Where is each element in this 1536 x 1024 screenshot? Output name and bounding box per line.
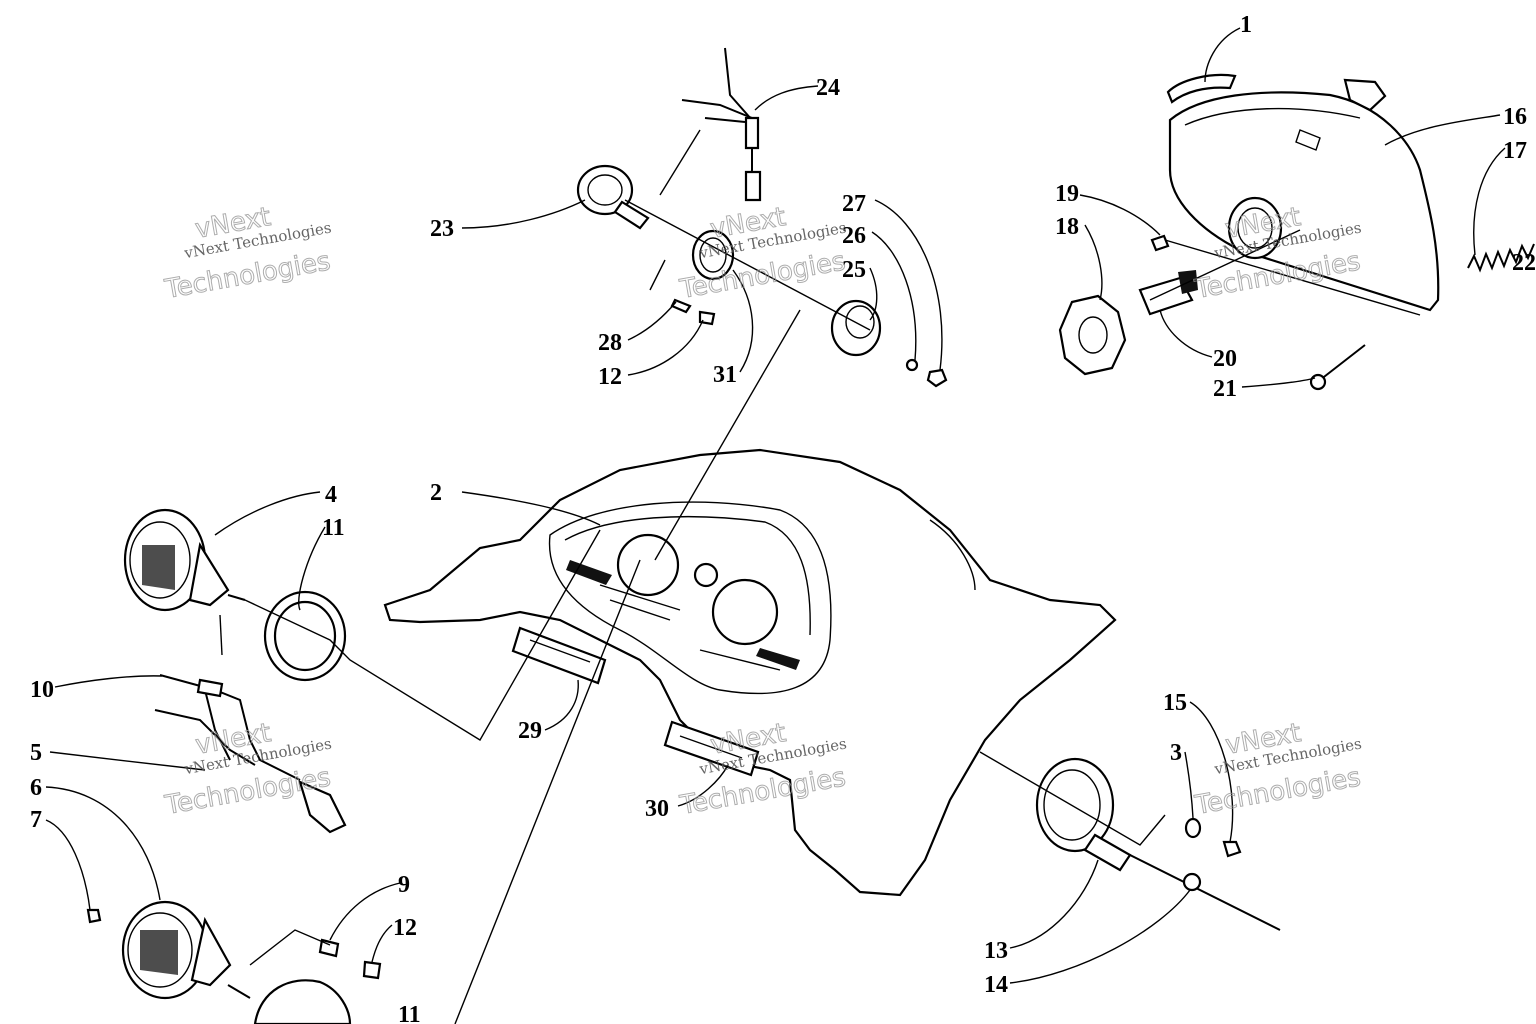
headlight-housing-16 <box>1168 91 1440 312</box>
clip-28-12 <box>670 298 716 326</box>
callout-19: 19 <box>1055 181 1079 207</box>
callout-10: 10 <box>30 677 54 703</box>
callout-21: 21 <box>1213 376 1237 402</box>
clip-9-12 <box>318 938 382 980</box>
callout-23: 23 <box>430 216 454 242</box>
callout-20: 20 <box>1213 346 1237 372</box>
watermark-top-left: vNext vNext Technologies Technologies <box>162 202 334 306</box>
harness-24 <box>681 47 762 202</box>
callout-6: 6 <box>30 775 42 801</box>
gauge-4 <box>123 508 246 612</box>
bezel-11-lower <box>253 979 352 1024</box>
callout-11-lower: 11 <box>398 1002 421 1024</box>
callout-15: 15 <box>1163 690 1187 716</box>
bezel-31 <box>691 229 735 281</box>
cup-25 <box>830 299 882 357</box>
cable-14 <box>1129 854 1281 931</box>
callout-11: 11 <box>322 515 345 541</box>
gauge-13 <box>1035 757 1132 872</box>
screw-19 <box>1150 234 1170 252</box>
nut-7 <box>86 908 102 924</box>
callout-7: 7 <box>30 807 42 833</box>
callout-26: 26 <box>842 223 866 249</box>
callout-17: 17 <box>1503 138 1527 164</box>
callout-9: 9 <box>398 872 410 898</box>
callout-27: 27 <box>842 191 866 217</box>
callout-14: 14 <box>984 972 1008 998</box>
retainer-18 <box>1058 294 1127 376</box>
adjust-screw-21 <box>1309 344 1366 391</box>
callout-labels: 1 2 3 4 5 6 7 9 10 11 11 12 12 13 14 15 … <box>30 12 1536 1024</box>
callout-4: 4 <box>325 482 337 508</box>
hood-panel <box>383 448 1117 897</box>
callout-24: 24 <box>816 75 840 101</box>
callout-18: 18 <box>1055 214 1079 240</box>
callout-31: 31 <box>713 362 737 388</box>
bracket-1 <box>1166 73 1387 112</box>
callout-13: 13 <box>984 938 1008 964</box>
gauge-6 <box>121 900 251 1000</box>
washer-3-nut-15 <box>1184 817 1242 858</box>
headlight-lens <box>1227 196 1283 260</box>
bulb-socket-20 <box>1138 270 1198 316</box>
callout-28: 28 <box>598 330 622 356</box>
callout-16: 16 <box>1503 104 1527 130</box>
callout-12-lower: 12 <box>393 915 417 941</box>
callout-2: 2 <box>430 480 442 506</box>
leader-lines <box>45 27 1506 984</box>
harness-5-10 <box>154 674 347 834</box>
gauge-23 <box>576 164 650 230</box>
decal-30 <box>663 720 760 777</box>
callout-25: 25 <box>842 257 866 283</box>
bezel-11 <box>263 590 347 682</box>
callout-1: 1 <box>1240 12 1252 38</box>
callout-5: 5 <box>30 740 42 766</box>
callout-30: 30 <box>645 796 669 822</box>
callout-22: 22 <box>1512 250 1536 276</box>
callout-12: 12 <box>598 364 622 390</box>
spring-17 <box>1467 243 1535 273</box>
washer-26-nut-27 <box>905 358 948 388</box>
callout-29: 29 <box>518 718 542 744</box>
callout-3: 3 <box>1170 740 1182 766</box>
